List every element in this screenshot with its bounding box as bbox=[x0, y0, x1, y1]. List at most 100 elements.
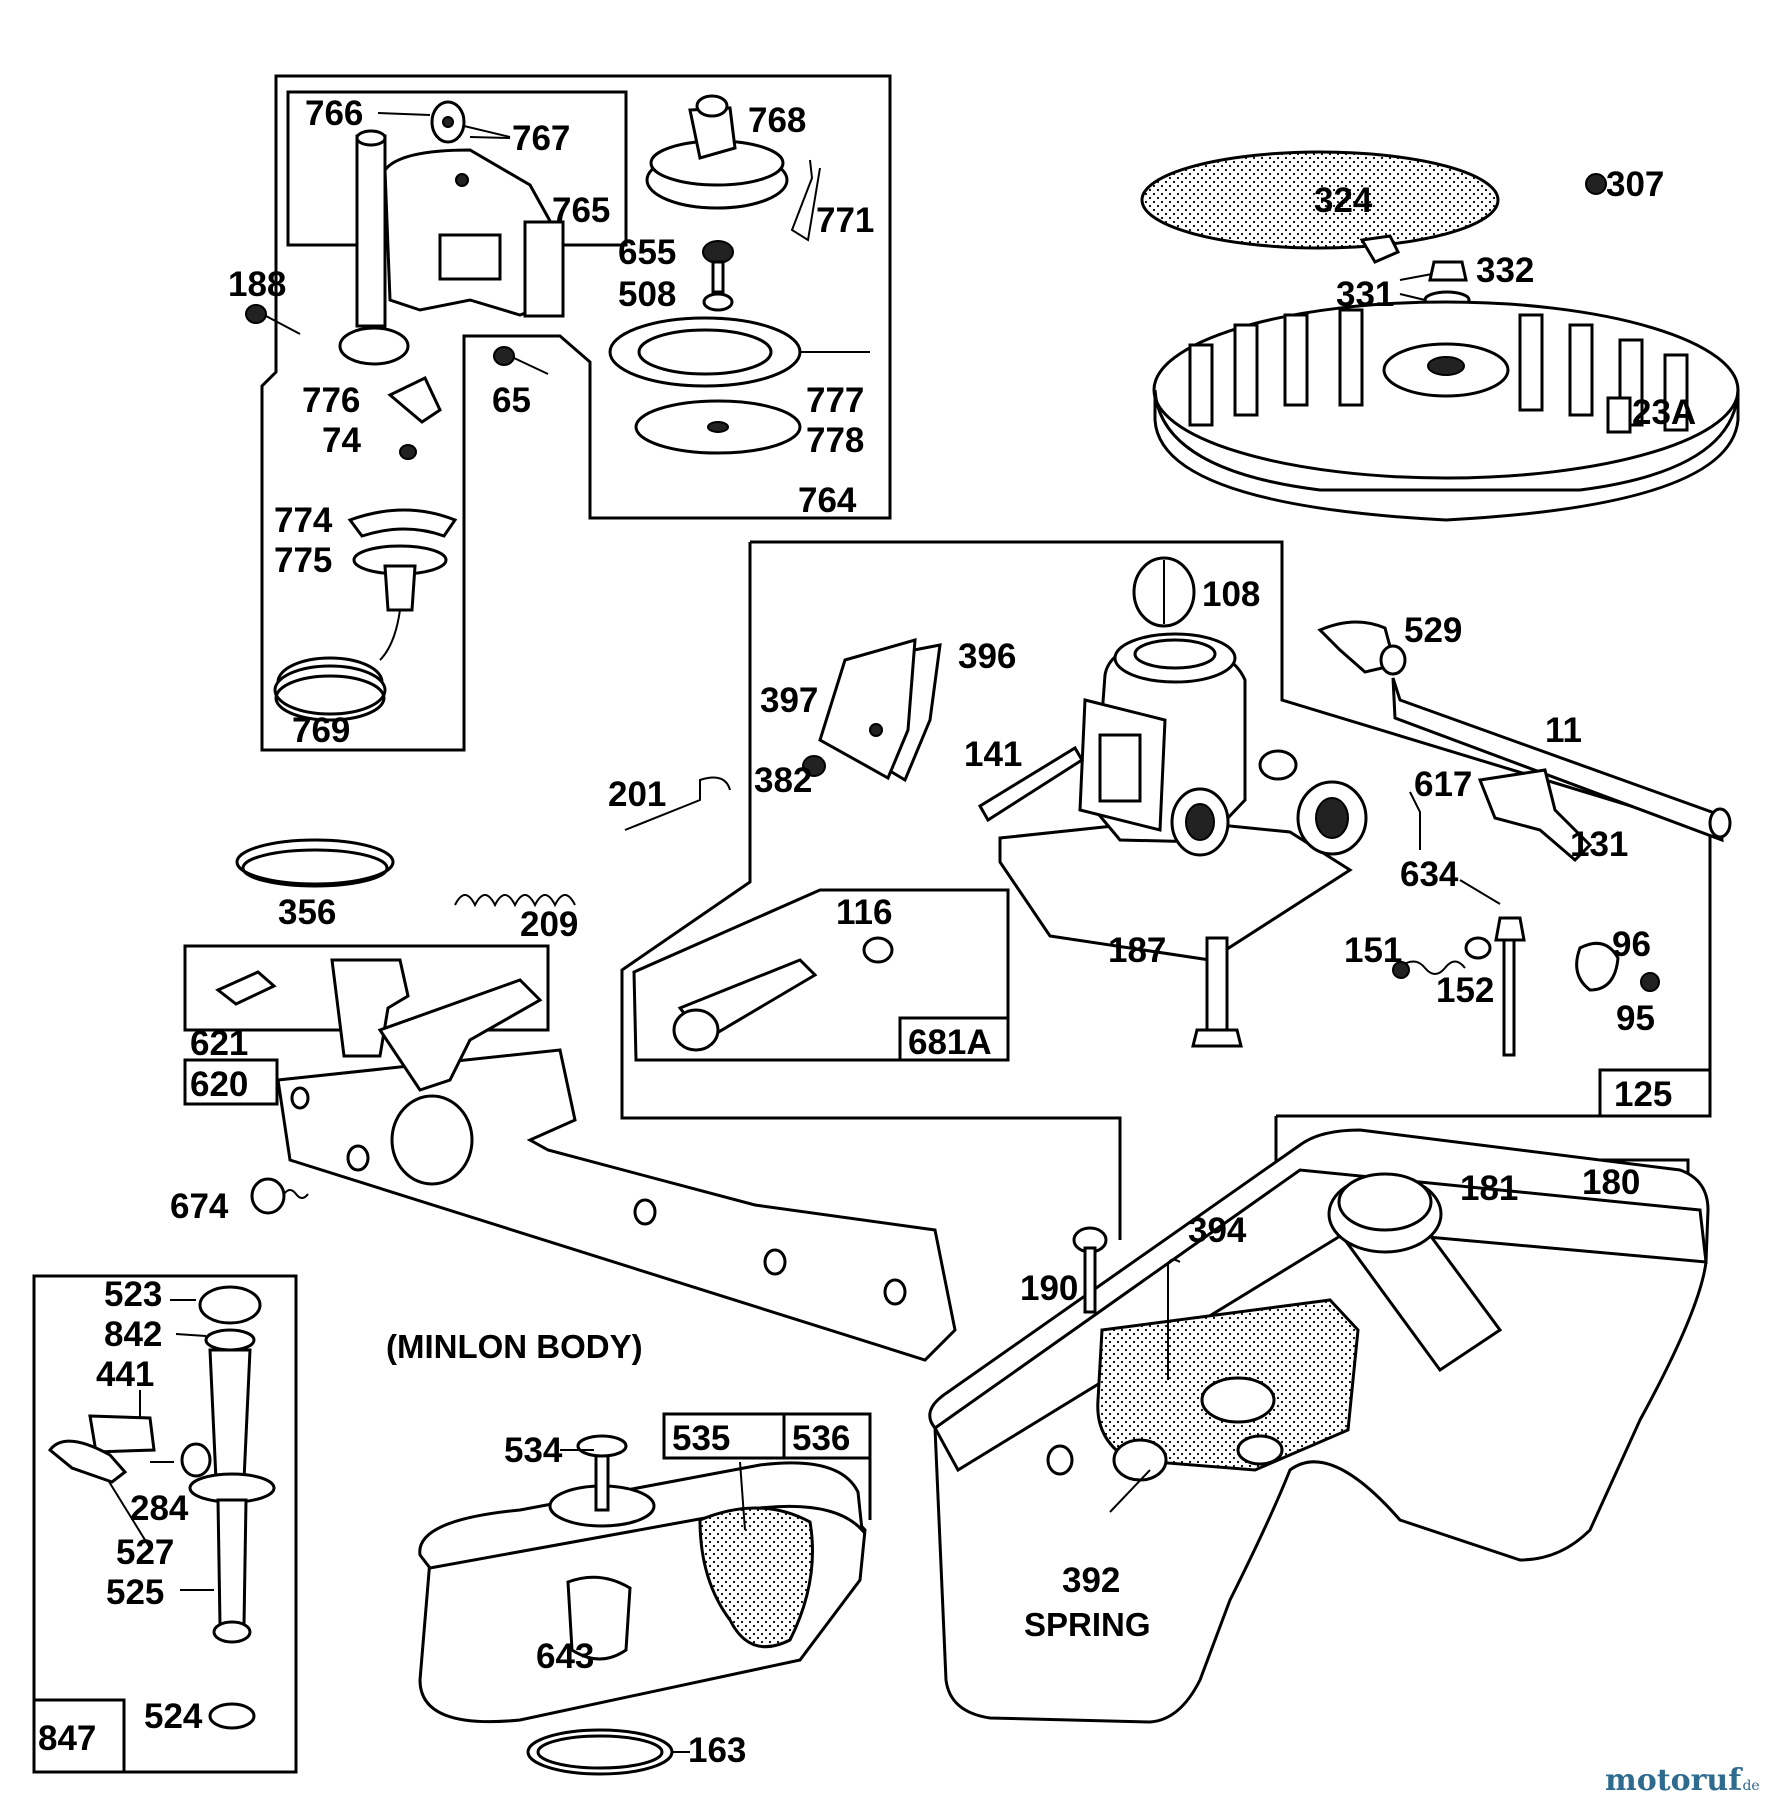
tank-rod bbox=[1167, 1258, 1181, 1380]
label-284: 284 bbox=[130, 1489, 189, 1528]
box-535 bbox=[662, 1412, 786, 1460]
gasket-356 bbox=[235, 838, 395, 886]
label-774: 774 bbox=[274, 501, 333, 540]
governor-rod bbox=[1502, 928, 1516, 1057]
label-331: 331 bbox=[1336, 275, 1394, 314]
box-847 bbox=[32, 1698, 126, 1774]
label-527: 527 bbox=[116, 1533, 174, 1572]
label-775: 775 bbox=[274, 541, 332, 580]
label-131: 131 bbox=[1570, 825, 1628, 864]
fuel-tank-top bbox=[933, 1168, 1708, 1473]
rope-coil-3 bbox=[274, 674, 386, 722]
carburetor-intake-bore bbox=[1185, 803, 1215, 841]
rewind-spring-inner bbox=[637, 328, 773, 376]
watermark-tld: .de bbox=[1738, 1778, 1760, 1794]
panel-hole-5 bbox=[290, 1086, 310, 1110]
panel-window bbox=[390, 1094, 474, 1186]
label-534: 534 bbox=[504, 1431, 563, 1470]
idle-spring-head bbox=[1464, 936, 1492, 960]
carburetor-group bbox=[620, 540, 1732, 1240]
valve-nut-524 bbox=[208, 1702, 256, 1730]
retainer-screw bbox=[711, 260, 725, 294]
panel-hole-2 bbox=[633, 1198, 657, 1226]
label-307: 307 bbox=[1606, 165, 1664, 204]
label-847: 847 bbox=[38, 1719, 96, 1758]
valve-knob bbox=[198, 1285, 262, 1325]
fuel-tank-group bbox=[928, 1116, 1710, 1724]
carb-bolt-head bbox=[1191, 1028, 1243, 1048]
handle-stem bbox=[383, 564, 417, 612]
idle-spring bbox=[1397, 960, 1466, 975]
choke-cover-hole bbox=[869, 723, 883, 737]
control-bracket bbox=[377, 978, 543, 1092]
tank-lug bbox=[1046, 1444, 1074, 1476]
carburetor-sleeve-bore bbox=[1315, 797, 1349, 839]
label-674: 674 bbox=[170, 1187, 229, 1226]
tank-port-2 bbox=[1236, 1434, 1284, 1466]
fuel-elbow-mouth bbox=[1379, 644, 1407, 676]
gasket-163-inner bbox=[536, 1734, 664, 1770]
label-125: 125 bbox=[1614, 1075, 1672, 1114]
bolt-674 bbox=[250, 1177, 286, 1215]
screw-95 bbox=[1640, 972, 1660, 992]
valve-clamp-nut bbox=[180, 1442, 212, 1478]
valve-collar bbox=[188, 1472, 276, 1504]
label-769: 769 bbox=[292, 711, 350, 750]
label-396: 396 bbox=[958, 637, 1016, 676]
fuel-elbow bbox=[1317, 620, 1397, 674]
label-74: 74 bbox=[322, 421, 361, 460]
label-524: 524 bbox=[144, 1697, 203, 1736]
flywheel-magnet bbox=[1606, 396, 1632, 434]
note-minlon-body: (MINLON BODY) bbox=[386, 1328, 643, 1365]
label-778: 778 bbox=[806, 421, 864, 460]
choke-cover bbox=[818, 637, 917, 781]
retainer-nut bbox=[702, 240, 734, 264]
air-cleaner-knob bbox=[576, 1434, 628, 1458]
label-65: 65 bbox=[492, 381, 531, 420]
governor-lever bbox=[1477, 768, 1593, 863]
label-620: 620 bbox=[190, 1065, 248, 1104]
label-151: 151 bbox=[1344, 931, 1402, 970]
flywheel-fins bbox=[1188, 308, 1689, 432]
screw-382 bbox=[802, 755, 826, 777]
valve-washer-842 bbox=[204, 1328, 256, 1352]
label-23A: 23A bbox=[1632, 393, 1696, 432]
label-768: 768 bbox=[748, 101, 806, 140]
label-655: 655 bbox=[618, 233, 676, 272]
label-764: 764 bbox=[798, 481, 857, 520]
watermark-logo: motoruf .de bbox=[1605, 1763, 1760, 1798]
label-181: 181 bbox=[1460, 1169, 1518, 1208]
valve-stem bbox=[216, 1498, 248, 1627]
label-508: 508 bbox=[618, 275, 676, 314]
label-108: 108 bbox=[1202, 575, 1260, 614]
label-767: 767 bbox=[512, 119, 570, 158]
cam-lever bbox=[387, 375, 442, 424]
valve-tube bbox=[47, 1439, 128, 1484]
rope-coil-2 bbox=[273, 664, 387, 716]
watermark-brand: motoruf bbox=[1605, 1763, 1743, 1798]
label-441: 441 bbox=[96, 1355, 154, 1394]
fuel-line-end bbox=[1708, 807, 1732, 839]
label-141: 141 bbox=[964, 735, 1022, 774]
screen-tab bbox=[1359, 234, 1401, 264]
label-525: 525 bbox=[106, 1573, 164, 1612]
valve-body bbox=[208, 1348, 252, 1482]
box-847-outline bbox=[32, 1274, 298, 1774]
control-plate bbox=[276, 1048, 957, 1362]
label-187: 187 bbox=[1108, 931, 1166, 970]
note-spring: SPRING bbox=[1024, 1606, 1151, 1643]
label-201: 201 bbox=[608, 775, 666, 814]
screen-screw bbox=[1585, 173, 1607, 195]
box-125 bbox=[1598, 1068, 1712, 1118]
box-621-outline bbox=[183, 944, 550, 1032]
label-180: 180 bbox=[1582, 1163, 1640, 1202]
label-529: 529 bbox=[1404, 611, 1462, 650]
panel-hole-3 bbox=[763, 1248, 787, 1276]
air-cleaner-group bbox=[418, 1412, 872, 1776]
starter-handle bbox=[347, 508, 458, 538]
label-621: 621 bbox=[190, 1024, 248, 1063]
rewind-starter-outline bbox=[260, 74, 892, 752]
cam-lever-screw bbox=[399, 444, 417, 460]
housing-hole bbox=[455, 173, 469, 187]
